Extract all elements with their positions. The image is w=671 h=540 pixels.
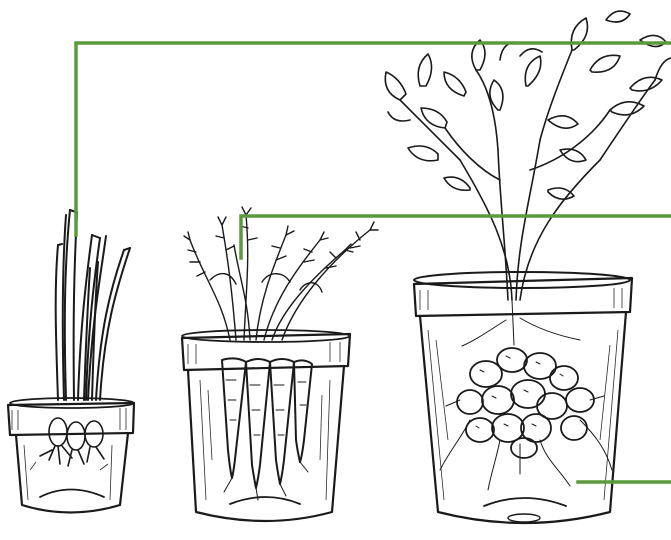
potato-tubers [457, 348, 594, 458]
leader-line-carrots [241, 216, 671, 258]
leader-line-green-onions [76, 43, 671, 235]
green-onion-bulbs [40, 418, 104, 466]
medium-pot [182, 330, 350, 521]
potato-foliage [385, 11, 671, 300]
carrot-foliage [184, 207, 378, 340]
carrot-roots [222, 358, 312, 500]
potato-roots [440, 300, 612, 490]
green-onion-plant [56, 210, 130, 400]
